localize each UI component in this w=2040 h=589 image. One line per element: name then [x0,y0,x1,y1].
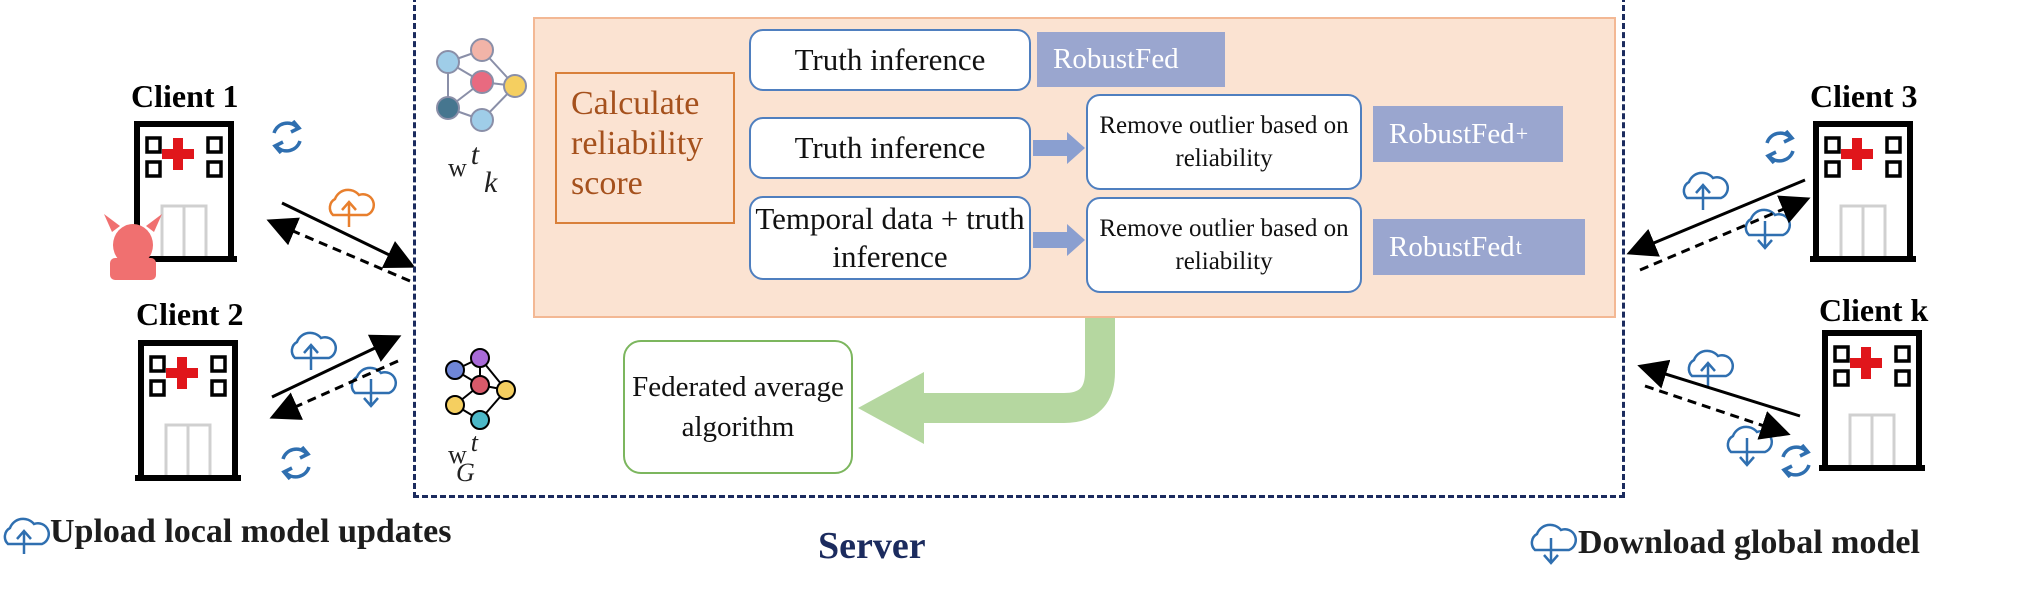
legend-download-label: Download global model [1578,524,1920,561]
row2-truth-inference-box: Truth inference [749,117,1031,179]
calculate-reliability-box: Calculate reliability score [555,72,735,224]
row1-robustfed-tag: RobustFed [1037,32,1225,87]
client1-upload-arrow [281,201,416,269]
row3-temporal-truth-inference-box: Temporal data + truth inference [749,196,1031,280]
server-label: Server [818,525,926,567]
row2-robustfed-subscript: + [1515,121,1529,146]
row1-truth-inference-box: Truth inference [749,29,1031,91]
client2-hospital-icon [135,343,241,478]
row3-robustfed-subscript: t [1515,234,1522,259]
client2-sync-icon [281,445,311,481]
aggregation-green-arrow [858,318,1115,444]
client1-download-arrow [266,217,411,283]
row1-robustfed-label: RobustFed [1053,43,1179,75]
global-model-base: w [448,440,467,469]
client3-hospital-icon [1810,124,1916,259]
clientk-download-cloud-icon [1726,425,1774,467]
local-model-network-icon [436,38,527,132]
client2-download-cloud-icon [350,366,398,408]
client1-upload-cloud-icon [328,188,376,229]
legend-download-cloud-icon [1530,523,1577,565]
row2-robustfed-label: RobustFed [1389,117,1515,150]
clientk-download-arrow [1644,384,1791,440]
federated-average-box: Federated average algorithm [623,340,853,474]
client2-upload-arrow [271,334,402,399]
client3-upload-cloud-icon [1682,171,1730,212]
row2-robustfed-plus-tag: RobustFed+ [1373,106,1563,162]
global-model-network-icon [445,348,516,430]
attacker-icon [104,214,162,280]
client2-label: Client 2 [136,296,244,332]
row2-process-arrow [1033,132,1085,164]
clientk-sync-icon [1781,443,1811,479]
client3-upload-arrow [1626,178,1806,257]
global-model-sub: G [456,458,475,487]
local-model-base: w [448,153,467,182]
clientk-upload-arrow [1637,359,1801,418]
row3-robustfed-label: RobustFed [1389,230,1515,263]
clientk-hospital-icon [1819,333,1925,468]
client1-label: Client 1 [131,78,239,114]
client2-download-arrow [269,359,399,420]
legend-upload-cloud-icon [3,517,50,554]
client1-sync-icon [272,119,302,155]
local-model-sub: k [484,166,498,199]
local-model-sup: t [470,138,480,171]
client3-label: Client 3 [1810,78,1918,114]
row3-remove-outlier-box: Remove outlier based on reliability [1086,197,1362,293]
client2-upload-cloud-icon [290,331,338,372]
clientk-label: Client k [1819,292,1929,328]
global-model-sup: t [470,428,479,457]
server-frame [413,0,1625,498]
client3-sync-icon [1765,129,1795,165]
row2-remove-outlier-box: Remove outlier based on reliability [1086,94,1362,190]
legend-upload-label: Upload local model updates [50,513,452,550]
row3-process-arrow [1033,224,1085,256]
